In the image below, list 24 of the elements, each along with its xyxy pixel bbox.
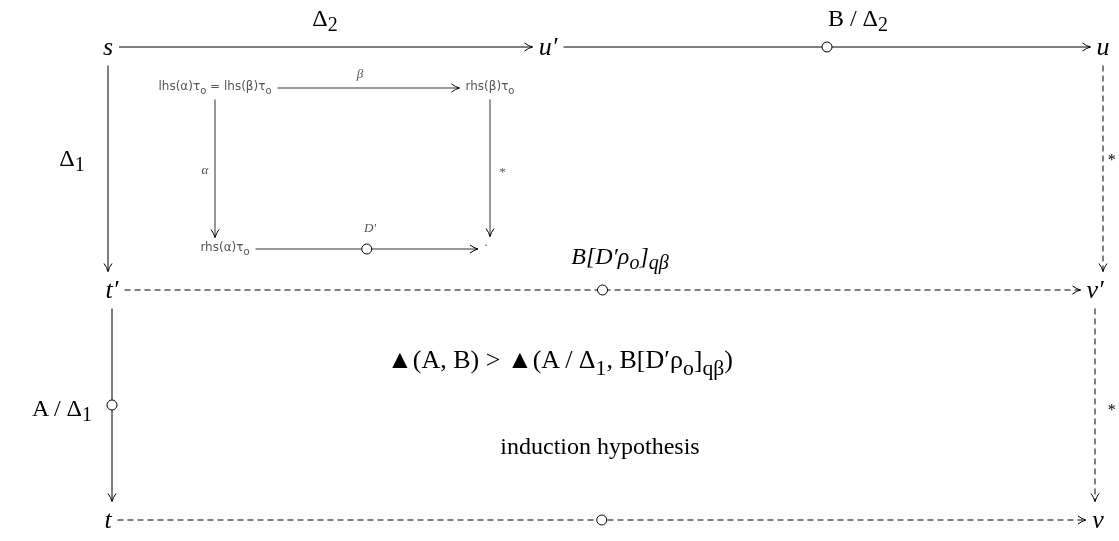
object-label: t′ — [105, 275, 119, 305]
term-label: rhs(β)τ$_{o}$ — [465, 80, 515, 96]
note-text: induction hypothesis — [500, 432, 700, 460]
object-label: v′ — [1086, 275, 1104, 305]
object-label: t — [104, 505, 112, 535]
term-label: rhs(α)τ$_{o}$ — [200, 241, 250, 257]
edge-label: B[D′ρ$_{o}$]$_{qβ}$ — [571, 242, 669, 274]
object-label: u — [1096, 32, 1110, 62]
edge-label: * — [1107, 401, 1115, 419]
edge-label: Δ$_{1}$ — [59, 144, 85, 176]
edge-label: β — [356, 66, 364, 82]
edge-label: α — [201, 162, 209, 178]
object-label: u′ — [538, 32, 558, 62]
edge-label: * — [1107, 151, 1115, 169]
inequality-formula: ▲(A, B) > ▲(A / Δ$_{1}$, B[D′ρ$_{o}$]$_{qβ}$) — [387, 345, 733, 381]
edge-label: D′ — [363, 220, 377, 236]
object-label: s — [102, 32, 114, 62]
edge-label: Δ$_{2}$ — [312, 4, 338, 36]
edge-label: * — [498, 164, 506, 180]
edge-label: A / Δ$_{1}$ — [31, 394, 93, 426]
term-label: lhs(α)τ$_{o}$ = lhs(β)τ$_{o}$ — [158, 80, 272, 96]
term-label: · — [484, 240, 488, 254]
edge-label: B / Δ$_{2}$ — [827, 4, 889, 36]
object-label: v — [1092, 505, 1104, 535]
